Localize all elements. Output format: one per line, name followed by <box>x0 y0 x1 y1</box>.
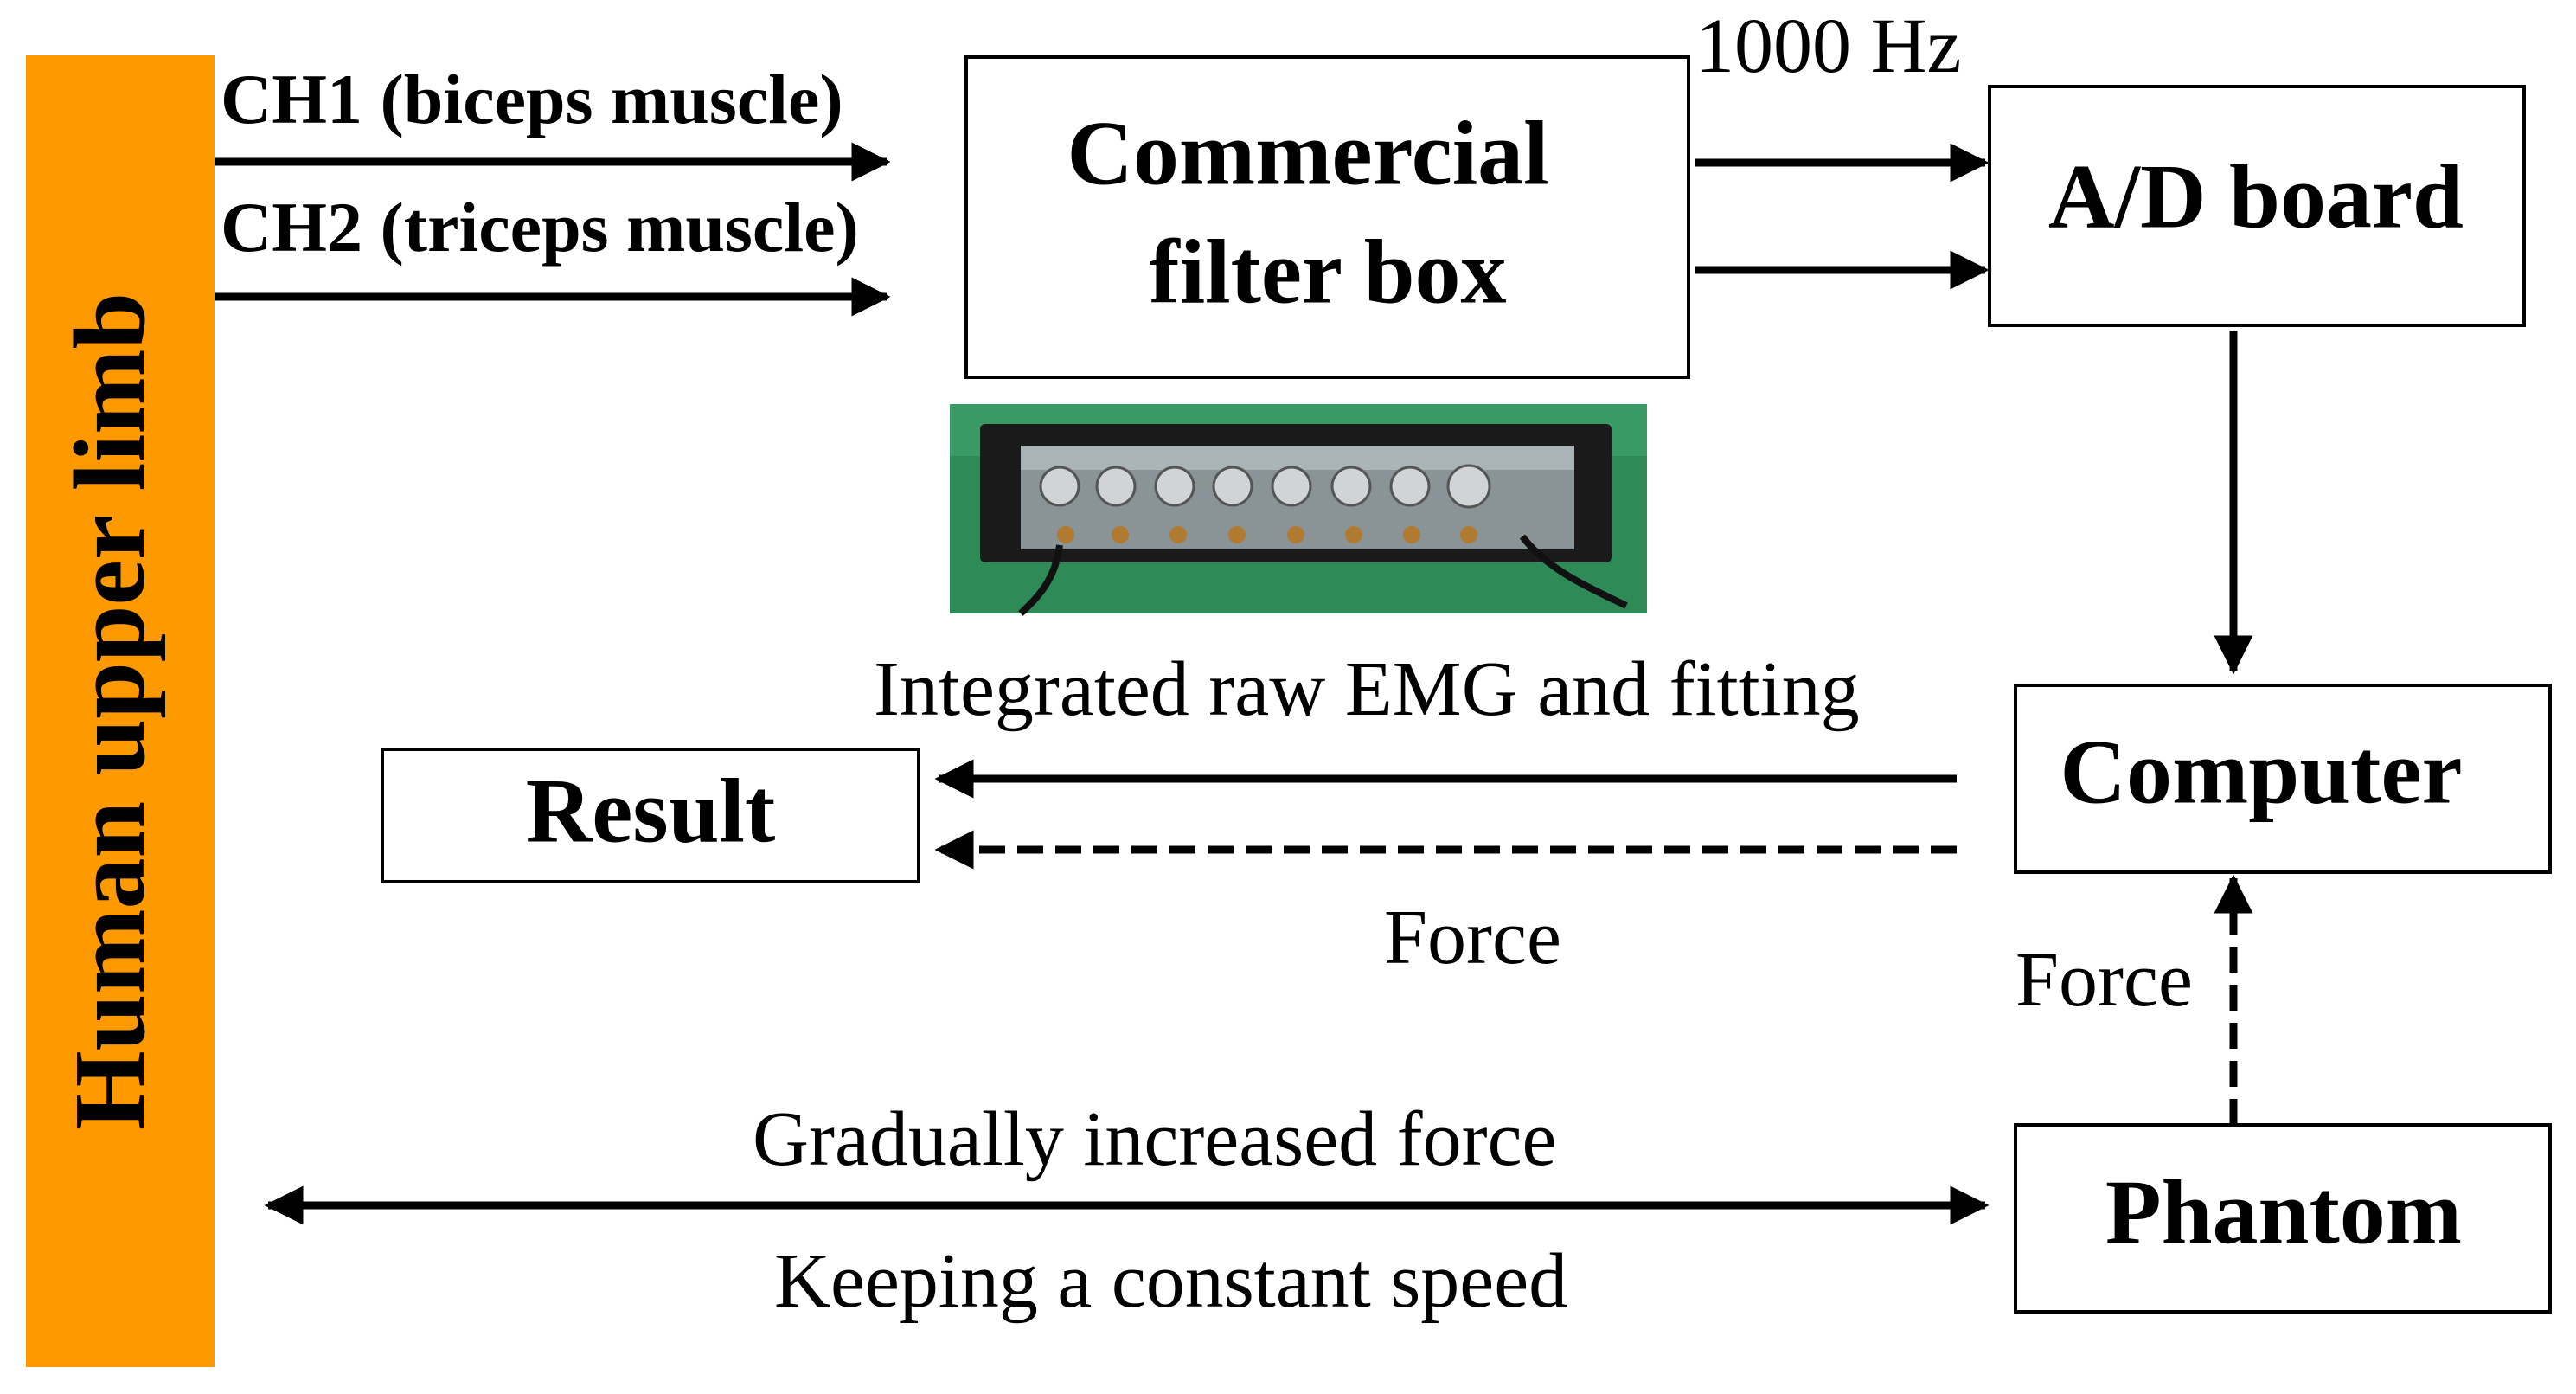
ch2-label: CH2 (triceps muscle) <box>221 188 859 267</box>
filter-box-node <box>964 55 1690 379</box>
human-upper-limb-bar <box>26 55 215 1367</box>
integrated-emg-label: Integrated raw EMG and fitting <box>874 646 1860 732</box>
computer-node <box>2014 684 2552 874</box>
constant-speed-label: Keeping a constant speed <box>774 1238 1567 1324</box>
gradual-force-label: Gradually increased force <box>753 1096 1557 1182</box>
computer-label: Computer <box>2060 721 2462 822</box>
ad-board-node <box>1988 85 2526 327</box>
force-result-label: Force <box>1384 895 1561 980</box>
filter-box-label-line2: filter box <box>1149 221 1506 322</box>
ad-board-label: A/D board <box>2048 145 2464 247</box>
phantom-node <box>2014 1123 2552 1314</box>
human-upper-limb-label: Human upper limb <box>53 292 166 1130</box>
filter-box-photo <box>950 404 1647 616</box>
filter-box-label-line1: Commercial <box>1067 102 1548 203</box>
sampling-rate-label: 1000 Hz <box>1695 3 1961 89</box>
phantom-label: Phantom <box>2105 1161 2462 1262</box>
ch1-label: CH1 (biceps muscle) <box>221 60 843 138</box>
result-node <box>381 748 920 883</box>
result-label: Result <box>526 760 776 861</box>
force-phantom-label: Force <box>2015 937 2193 1023</box>
